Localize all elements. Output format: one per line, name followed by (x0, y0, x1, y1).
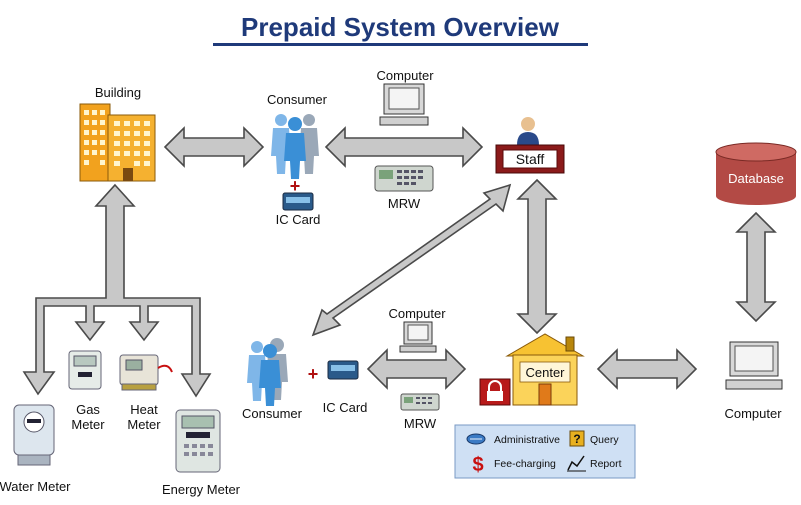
ic-card-bottom-label: IC Card (323, 400, 368, 415)
center-house-icon (505, 333, 585, 406)
building-label: Building (95, 85, 141, 100)
gas-meter-icon (68, 350, 102, 390)
consumer-group-icon (271, 114, 319, 179)
arrow-consumer-staff (324, 126, 484, 168)
heat-meter-label-1: Heat (130, 402, 158, 417)
query-icon: ? (569, 430, 585, 447)
computer-right-label: Computer (724, 406, 782, 421)
energy-meter-label: Energy Meter (162, 482, 241, 497)
administrative-icon (466, 433, 486, 445)
computer-right-icon (725, 341, 783, 390)
ic-card-icon (282, 192, 314, 211)
ic-card-top-label: IC Card (276, 212, 321, 227)
computer-mid-icon (399, 321, 437, 353)
report-icon (567, 455, 586, 472)
lock-icon (479, 378, 511, 406)
gas-meter-label-2: Meter (71, 417, 105, 432)
legend-query: Query (590, 434, 619, 446)
mrw-device-icon (374, 165, 434, 192)
fee-charging-icon: $ (472, 454, 483, 476)
legend-fee-charging: Fee-charging (494, 458, 556, 470)
staff-icon (517, 117, 539, 145)
arrow-staff-center (516, 178, 558, 335)
legend-administrative: Administrative (494, 434, 560, 446)
consumer-top-label: Consumer (267, 92, 328, 107)
arrow-database-computer (735, 211, 777, 323)
center-label: Center (525, 365, 565, 380)
mrw-top-label: MRW (388, 196, 421, 211)
consumer-bottom-group-icon (247, 338, 288, 406)
plus-bottom: + (308, 364, 319, 384)
arrow-building-meters (22, 183, 212, 398)
computer-top-label: Computer (376, 68, 434, 83)
computer-mid-label: Computer (388, 306, 446, 321)
ic-card-bottom-icon (327, 360, 359, 380)
building-icon (79, 103, 156, 182)
center-legend-box (454, 424, 636, 479)
arrow-building-consumer (163, 126, 265, 168)
page-title: Prepaid System Overview (241, 12, 560, 42)
legend-report: Report (590, 458, 622, 470)
mrw-bottom-device-icon (400, 393, 440, 411)
energy-meter-icon (175, 409, 221, 473)
heat-meter-label-2: Meter (127, 417, 161, 432)
plus-top: + (290, 176, 301, 196)
mrw-bottom-label: MRW (404, 416, 437, 431)
arrow-center-computer (596, 348, 698, 390)
water-meter-icon (13, 404, 55, 466)
consumer-bottom-label: Consumer (242, 406, 303, 421)
heat-meter-icon (119, 354, 173, 391)
database-label: Database (728, 171, 784, 186)
staff-label: Staff (516, 151, 545, 167)
svg-text:?: ? (573, 432, 580, 446)
arrow-consumer-center (366, 348, 467, 390)
title-underline (213, 43, 588, 46)
water-meter-label: Water Meter (0, 479, 71, 494)
computer-icon (379, 83, 429, 126)
gas-meter-label-1: Gas (76, 402, 100, 417)
arrow-staff-consumer-bottom (311, 183, 512, 337)
database-icon (715, 142, 797, 205)
